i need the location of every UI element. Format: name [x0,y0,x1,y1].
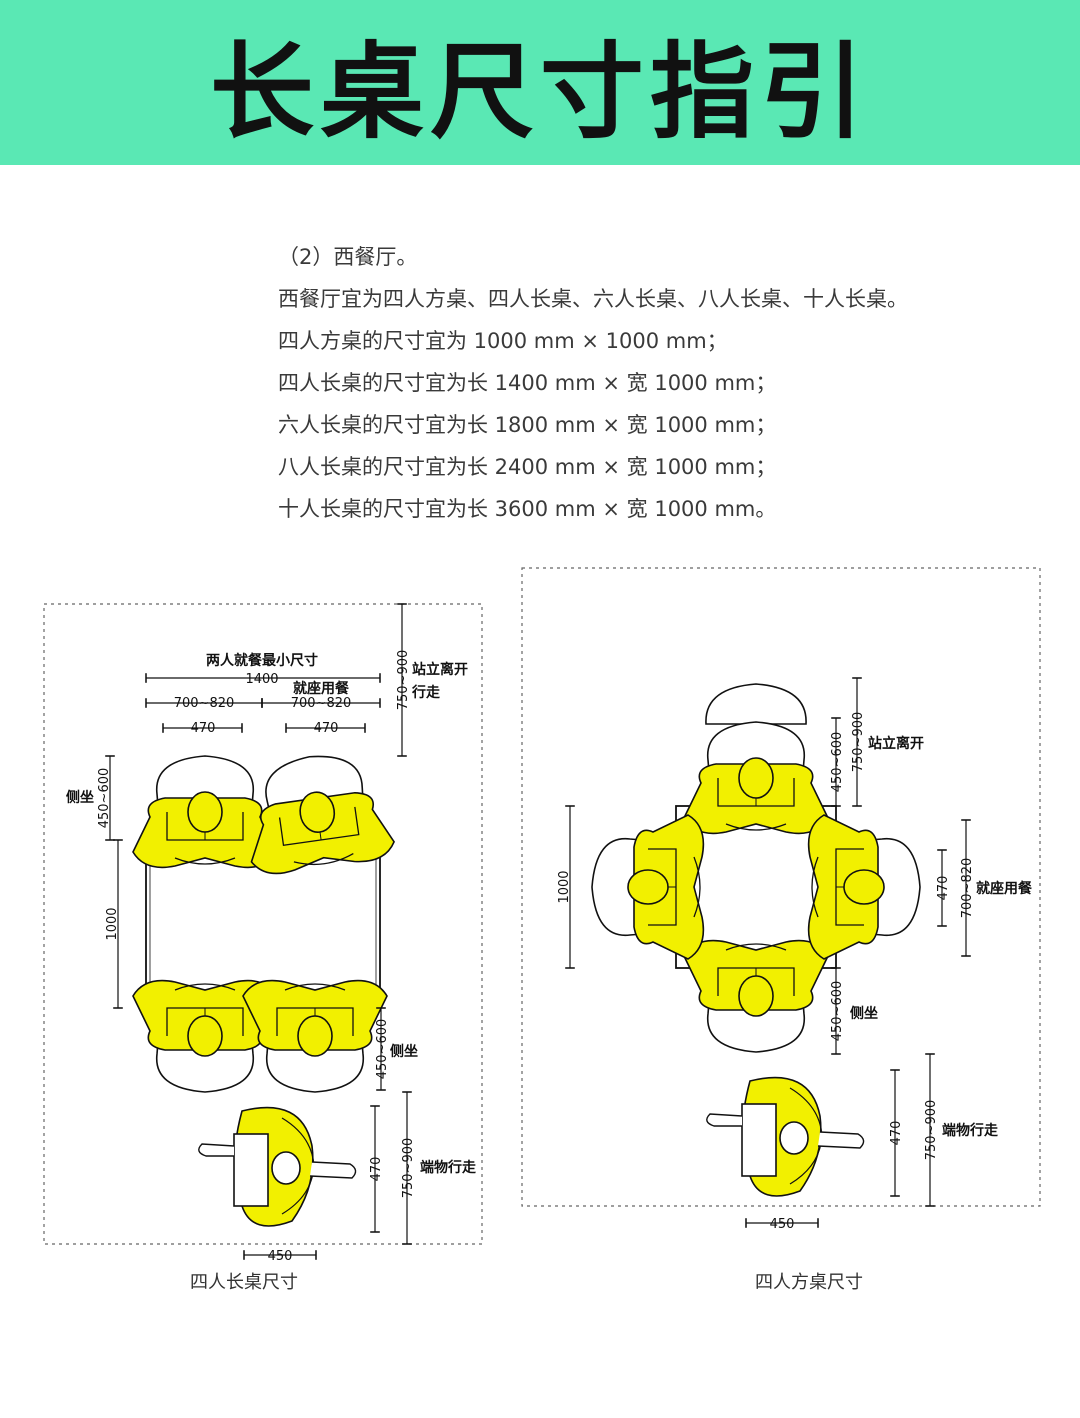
spec-line: 十人长桌的尺寸宜为长 3600 mm × 宽 1000 mm。 [278,497,777,521]
spec-line: 西餐厅宜为四人方桌、四人长桌、六人长桌、八人长桌、十人长桌。 [278,287,908,311]
spec-line: 八人长桌的尺寸宜为长 2400 mm × 宽 1000 mm； [278,455,777,479]
dim-450-600-top: 450~600 [830,732,845,793]
caption-four-person-long-table: 四人长桌尺寸 [190,1272,298,1293]
four-person-long-table-diagram: 两人就餐最小尺寸 1400 700~820 就座用餐 700~820 470 4… [43,603,483,1293]
dim-700-820-b: 700~820 [291,696,352,711]
dim-450-600-right: 450~600 [375,1019,390,1080]
dim-1400: 1400 [245,672,278,687]
clearance-boundary [43,603,483,1245]
diner-bottom-right [242,979,388,1093]
label-carry-walk: 端物行走 [420,1159,477,1176]
title-banner: 长桌尺寸指引 [0,0,1080,165]
spec-line: 六人长桌的尺寸宜为长 1800 mm × 宽 1000 mm； [278,413,777,437]
label-side-sitting-2: 侧坐 [390,1043,418,1060]
dim-750-900-top: 750~900 [851,712,866,773]
dim-470-bottom: 470 [369,1157,384,1182]
label-seated: 就座用餐 [293,680,350,697]
spec-line: 四人长桌的尺寸宜为长 1400 mm × 宽 1000 mm； [278,371,777,395]
spec-line-heading: （2）西餐厅。 [278,245,418,269]
clearance-boundary [521,567,1041,1207]
spec-text: （2）西餐厅。 西餐厅宜为四人方桌、四人长桌、六人长桌、八人长桌、十人长桌。 四… [278,236,1018,530]
four-person-square-table-diagram: 450~600 750~900 站立离开 1000 470 700~820 就座… [521,567,1041,1293]
dim-470-a: 470 [191,721,216,736]
walking-person-with-tray [198,1106,357,1227]
dim-1000: 1000 [105,907,120,940]
label-carry-walk: 端物行走 [942,1122,999,1139]
diner-left [591,814,705,960]
dim-450: 450 [770,1217,795,1232]
caption-four-person-square-table: 四人方桌尺寸 [755,1272,863,1293]
label-seated: 就座用餐 [976,880,1033,897]
spec-line: 四人方桌的尺寸宜为 1000 mm × 1000 mm； [278,329,728,353]
page-title: 长桌尺寸指引 [209,31,870,153]
dim-750-900-top: 750~900 [396,650,411,711]
dim-470-bottom: 470 [889,1121,904,1146]
dim-470-b: 470 [314,721,339,736]
label-min-two-person: 两人就餐最小尺寸 [206,652,318,669]
diner-top-right [237,745,398,878]
chair-pulled-out [705,683,807,725]
diner-top [683,721,829,835]
diner-bottom [683,939,829,1053]
label-stand-leave: 站立离开 [412,661,468,678]
dim-700-820: 700~820 [960,858,975,919]
diner-right [807,814,921,960]
dim-470: 470 [936,876,951,901]
dim-450: 450 [268,1249,293,1264]
label-side-sitting: 侧坐 [66,789,94,806]
label-stand-leave: 站立离开 [868,735,924,752]
label-side-sitting: 侧坐 [850,1005,878,1022]
dim-450-600-bottom: 450~600 [830,981,845,1042]
dim-700-820-a: 700~820 [174,696,235,711]
dim-750-900-bottom: 750~900 [924,1100,939,1161]
label-walk: 行走 [411,684,441,701]
dim-450-600-left: 450~600 [97,768,112,829]
dim-1000: 1000 [557,870,572,903]
dim-750-900-bottom: 750~900 [401,1138,416,1199]
walking-person-with-tray [705,1076,865,1197]
